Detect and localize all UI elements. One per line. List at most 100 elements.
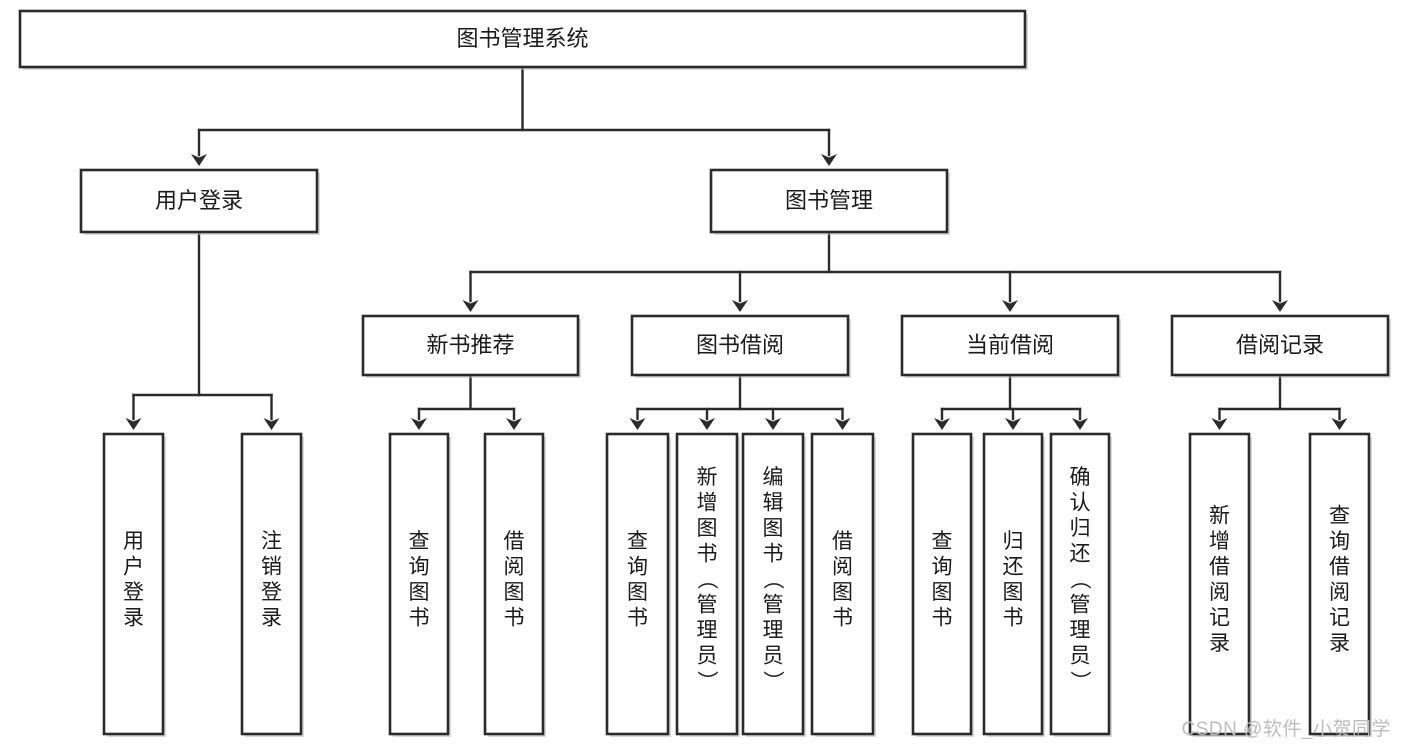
node-label-char: 管 — [763, 594, 784, 617]
node-label-char: 借 — [832, 530, 853, 553]
node-label-char: 录 — [261, 606, 282, 629]
node-label-char: 确 — [1070, 466, 1091, 489]
node-label-char: 增 — [1209, 530, 1230, 553]
node-label-char: 书 — [697, 543, 718, 566]
node-label-char: 书 — [409, 606, 430, 629]
node-user-login[interactable]: 用户登录 — [79, 168, 320, 235]
node-label-char: ） — [1068, 671, 1091, 692]
node-label-char: 询 — [409, 555, 430, 578]
node-label-char: 员 — [1070, 645, 1091, 668]
node-borrow-record[interactable]: 借阅记录 — [1170, 314, 1391, 378]
node-label-char: 新 — [1209, 504, 1230, 527]
node-label-char: 查 — [1329, 504, 1350, 527]
node-label-char: （ — [695, 569, 718, 590]
node-label-char: 理 — [1070, 619, 1091, 642]
node-label-char: 注 — [261, 530, 282, 553]
node-label-char: 图 — [504, 581, 525, 604]
node-label-char: 录 — [1209, 632, 1230, 655]
node-label: 借阅记录 — [1236, 332, 1324, 357]
node-label: 当前借阅 — [966, 332, 1054, 357]
node-current-borrow[interactable]: 当前借阅 — [900, 314, 1121, 378]
node-label-char: 登 — [123, 581, 144, 604]
node-label-char: 记 — [1329, 606, 1350, 629]
node-label-char: 记 — [1209, 606, 1230, 629]
node-label-char: 录 — [1329, 632, 1350, 655]
node-label-char: 图 — [409, 581, 430, 604]
node-label: 新书推荐 — [426, 332, 514, 357]
node-label-char: 图 — [932, 581, 953, 604]
node-label-char: 阅 — [1329, 581, 1350, 604]
node-label-char: 还 — [1003, 555, 1024, 578]
node-label-char: 查 — [627, 530, 648, 553]
node-label-char: 归 — [1070, 517, 1091, 540]
node-label-char: 书 — [932, 606, 953, 629]
node-book-manage[interactable]: 图书管理 — [709, 168, 950, 235]
node-label-char: 归 — [1003, 530, 1024, 553]
node-label-char: ） — [761, 671, 784, 692]
node-label-char: 借 — [504, 530, 525, 553]
node-label-char: 员 — [763, 645, 784, 668]
node-label-char: 销 — [261, 555, 282, 578]
node-label-char: 阅 — [1209, 581, 1230, 604]
node-label-char: 图 — [627, 581, 648, 604]
node-label-char: 图 — [697, 517, 718, 540]
node-label-char: 用 — [123, 530, 144, 553]
node-label-char: 书 — [832, 606, 853, 629]
csdn-watermark: CSDN @软件_小贺同学 — [1181, 719, 1391, 740]
node-label-char: ） — [695, 671, 718, 692]
node-label-char: 阅 — [504, 555, 525, 578]
node-layer: 图书管理系统用户登录图书管理新书推荐图书借阅当前借阅借阅记录用户登录注销登录查询… — [18, 9, 1391, 737]
node-label-char: 辑 — [763, 492, 784, 515]
node-label-char: 管 — [1070, 594, 1091, 617]
node-label-char: 理 — [697, 619, 718, 642]
node-label-char: 书 — [627, 606, 648, 629]
node-label-char: 询 — [627, 555, 648, 578]
node-label: 图书借阅 — [696, 332, 784, 357]
node-label-char: 查 — [932, 530, 953, 553]
node-label-char: 理 — [763, 619, 784, 642]
node-label-char: 认 — [1070, 492, 1091, 515]
node-label-char: （ — [761, 569, 784, 590]
node-new-book-recommend[interactable]: 新书推荐 — [361, 314, 581, 378]
node-label: 图书管理 — [785, 188, 873, 213]
node-label-char: 登 — [261, 581, 282, 604]
node-label-char: 新 — [697, 466, 718, 489]
node-label-char: 询 — [932, 555, 953, 578]
node-label: 图书管理系统 — [456, 26, 588, 51]
node-label-char: 借 — [1329, 555, 1350, 578]
node-label-char: 图 — [763, 517, 784, 540]
node-label-char: 借 — [1209, 555, 1230, 578]
node-label-char: 管 — [697, 594, 718, 617]
connector-layer — [125, 65, 1348, 430]
node-label: 用户登录 — [155, 188, 243, 213]
node-root-root[interactable]: 图书管理系统 — [18, 9, 1028, 70]
node-label-char: 书 — [504, 606, 525, 629]
node-label-char: 书 — [1003, 606, 1024, 629]
node-label-char: 员 — [697, 645, 718, 668]
node-label-char: 查 — [409, 530, 430, 553]
node-label-char: 还 — [1070, 543, 1091, 566]
node-label-char: 阅 — [832, 555, 853, 578]
node-label-char: 录 — [123, 606, 144, 629]
node-label-char: 询 — [1329, 530, 1350, 553]
node-book-borrow[interactable]: 图书借阅 — [630, 314, 851, 378]
node-label-char: 户 — [123, 555, 144, 578]
node-label-char: 书 — [763, 543, 784, 566]
node-label-char: 图 — [832, 581, 853, 604]
node-label-char: 图 — [1003, 581, 1024, 604]
node-leaf-user-login[interactable]: 用户登录 — [102, 432, 166, 737]
